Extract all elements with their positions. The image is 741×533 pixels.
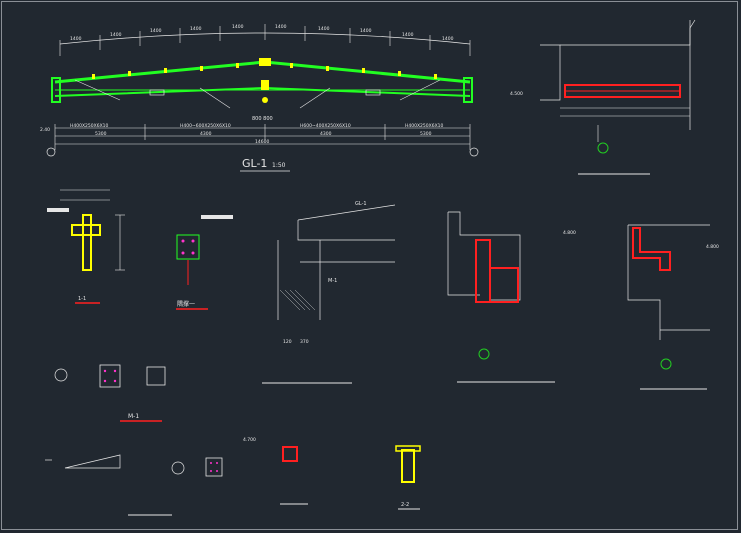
gl-ref: GL-1 [355, 201, 367, 207]
section-1-flange [71, 224, 101, 236]
top-dim-10: 1400 [442, 36, 454, 42]
joint-dim-370: 370 [300, 339, 309, 345]
bottom-dim-1: 5300 [95, 131, 107, 137]
top-dim-9: 1400 [402, 32, 414, 38]
purlin-marks [92, 63, 437, 79]
top-dim-6: 1400 [275, 24, 287, 30]
gl1-elevation: 1400 1400 1400 1400 1400 1400 1400 1400 … [40, 24, 479, 172]
bracket-bolts [181, 239, 195, 255]
top-dim-7: 1400 [318, 26, 330, 32]
axis-circle-right [469, 147, 479, 157]
section-2-web [401, 449, 415, 483]
bottom-dim-2: 4300 [200, 131, 212, 137]
left-marker: 2.40 [40, 127, 50, 133]
right-column-end [463, 77, 473, 103]
small-red-box [282, 446, 298, 462]
section-1-label: 1-1 [78, 296, 86, 302]
axis-circle-left [46, 147, 56, 157]
braces [74, 79, 441, 109]
mid-dimension: 800 800 [252, 116, 273, 122]
m1-plate-rect [99, 364, 121, 388]
eave-elevation: 4.500 [510, 91, 523, 97]
joint-dim-120: 120 [283, 339, 292, 345]
main-scale: 1:50 [272, 162, 286, 169]
section-1-1: 1-1 [47, 189, 125, 304]
ridge-splice [259, 58, 271, 103]
column-beam-joint: GL-1 M-1 120 370 [262, 201, 396, 384]
bracket-detail: 隅撑一 [176, 215, 233, 310]
beam-label-4: H400X250X6X10 [405, 123, 444, 129]
beam-label-2: H400~600X250X6X10 [180, 123, 231, 129]
top-dim-4: 1400 [190, 26, 202, 32]
beam-label-1: H400X250X6X10 [70, 123, 109, 129]
overall-span: 14600 [255, 139, 269, 145]
box-red-left [475, 239, 491, 303]
top-dimension-ticks [59, 24, 471, 56]
top-dim-3: 1400 [150, 28, 162, 34]
left-column-end [51, 77, 61, 103]
gutter-axis-circle [660, 358, 672, 370]
gutter-section: 4.800 [627, 224, 719, 390]
box-elevation: 4.800 [563, 230, 576, 236]
bracket-plate [176, 234, 200, 260]
beam-splices [149, 89, 381, 96]
top-dim-5: 1400 [232, 24, 244, 30]
bottom-details: 4.700 2-2 [45, 437, 421, 516]
bottom-dim-3: 4300 [320, 131, 332, 137]
top-dim-1: 1400 [70, 36, 82, 42]
main-title: GL-1 [242, 157, 267, 170]
m1-label: M-1 [128, 413, 139, 420]
m1-plate: M-1 [54, 364, 166, 422]
beam-label-3: H600~400X250X6X10 [300, 123, 351, 129]
bracket-label: 隅撑一 [177, 300, 195, 308]
eave-axis-circle [597, 142, 609, 154]
top-dim-8: 1400 [360, 28, 372, 34]
eave-section: 4.500 [510, 19, 696, 175]
gutter-elevation: 4.800 [706, 244, 719, 250]
section-2-label: 2-2 [401, 502, 409, 508]
bottom-dim-4: 5300 [420, 131, 432, 137]
m1-ref: M-1 [328, 278, 337, 284]
box-red-right [489, 267, 519, 303]
box-section: 4.800 [447, 211, 576, 383]
box-axis-circle [478, 348, 490, 360]
top-dim-2: 1400 [110, 32, 122, 38]
gutter-red [632, 227, 671, 271]
section-1-web [82, 214, 92, 271]
small-elevation: 4.700 [243, 437, 256, 443]
